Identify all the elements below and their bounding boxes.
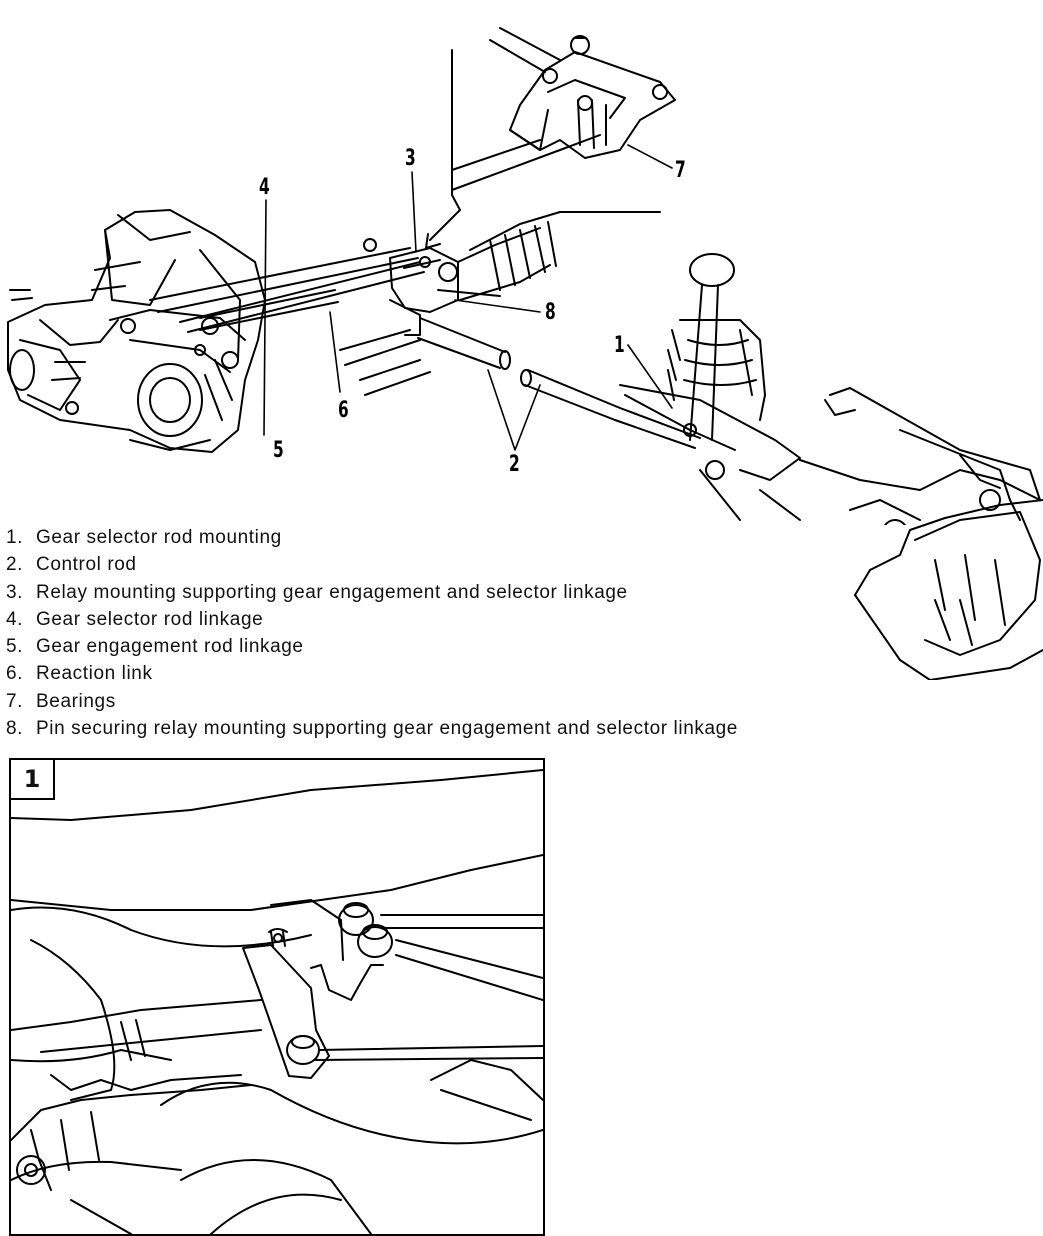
floor-pan [699,387,1041,525]
callout-7: 7 [675,158,686,183]
callout-2: 2 [509,452,520,477]
callout-6: 6 [338,398,349,423]
inset-figure: 1 [9,758,545,1236]
callout-8: 8 [545,300,556,325]
inset-illustration [11,769,543,1234]
legend-item: 3.Relay mounting supporting gear engagem… [6,581,628,603]
callout-4: 4 [259,175,270,200]
bearing-assembly [509,35,676,159]
relay-mounting [389,247,501,336]
linkage-illustration [7,27,1041,525]
legend-item: 8.Pin securing relay mounting supporting… [6,718,738,740]
callout-3: 3 [405,146,416,171]
legend-item: 6.Reaction link [6,663,153,685]
floor-pan-lower [854,499,1043,680]
legend-item: 2.Control rod [6,554,137,576]
gear-lever [619,253,801,481]
callout-5: 5 [273,438,284,463]
inset-label: 1 [11,760,55,800]
transmission-housing [7,209,266,453]
leader-lines [263,144,673,451]
parts-legend: 1.Gear selector rod mounting 2.Control r… [6,527,738,745]
legend-item: 4.Gear selector rod linkage [6,608,264,630]
control-rods [339,317,701,449]
linkage-rods [109,238,425,373]
legend-item: 5.Gear engagement rod linkage [6,636,304,658]
steering-rack [457,211,661,301]
legend-item: 7.Bearings [6,690,116,712]
legend-item: 1.Gear selector rod mounting [6,527,282,548]
callout-1: 1 [614,333,625,358]
arrows [425,27,601,249]
